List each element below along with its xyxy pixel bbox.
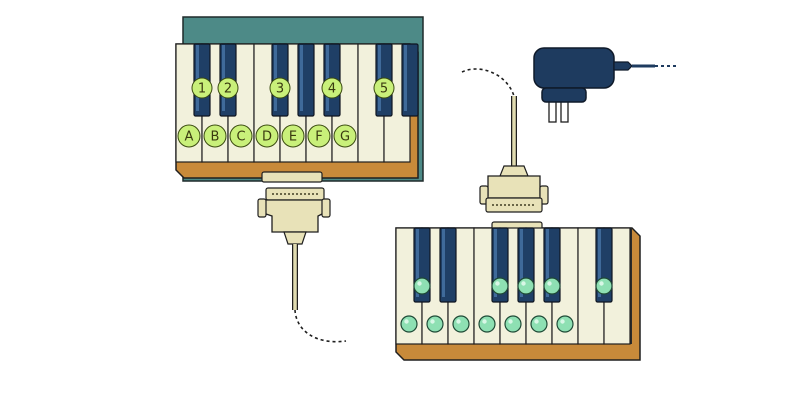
white-key-label-marker (307, 124, 331, 148)
black-key-label: 3 (276, 82, 284, 97)
led-glint (521, 281, 526, 286)
upper-key-labels: 1 2 3 4 5A B C D E F G (177, 77, 395, 148)
white-key-label: E (289, 130, 297, 145)
black-key-highlight (196, 45, 199, 111)
led-glint (417, 281, 422, 286)
led-indicator (556, 315, 574, 333)
white-key-label: B (211, 130, 220, 145)
white-key-label-marker (203, 124, 227, 148)
led-indicator (517, 277, 535, 295)
upper-black-keys (193, 43, 419, 117)
black-key-highlight (326, 45, 329, 111)
led-indicator (491, 277, 509, 295)
black-key-highlight (598, 229, 601, 297)
left-cable-continuation (294, 309, 347, 343)
led-indicator (400, 315, 418, 333)
black-key-highlight (274, 45, 277, 111)
white-key-label-marker (281, 124, 305, 148)
white-key-label-marker (229, 124, 253, 148)
right-cable-continuation (461, 68, 515, 97)
led-glint (482, 319, 487, 324)
led-glint (534, 319, 539, 324)
black-key-highlight (494, 229, 497, 297)
white-key-label: C (236, 130, 245, 145)
led-glint (404, 319, 409, 324)
led-glint (547, 281, 552, 286)
black-key-highlight (404, 45, 407, 111)
db25-connector-icon (479, 165, 549, 213)
white-key-label-marker (177, 124, 201, 148)
black-key-label: 1 (198, 82, 206, 97)
led-glint (456, 319, 461, 324)
black-key-label: 4 (328, 82, 336, 97)
white-key-label-marker (255, 124, 279, 148)
black-key-highlight (416, 229, 419, 297)
led-glint (508, 319, 513, 324)
white-key-label: D (262, 130, 272, 145)
black-key-label-marker (217, 77, 239, 99)
led-indicator (413, 277, 431, 295)
black-key-label-marker (191, 77, 213, 99)
black-key-highlight (222, 45, 225, 111)
led-glint (599, 281, 604, 286)
black-key-highlight (442, 229, 445, 297)
led-indicator (478, 315, 496, 333)
lower-keyboard (395, 221, 641, 361)
black-key-highlight (378, 45, 381, 111)
led-indicator (543, 277, 561, 295)
white-key-label: A (185, 130, 194, 145)
led-glint (430, 319, 435, 324)
black-key-highlight (546, 229, 549, 297)
black-key-highlight (520, 229, 523, 297)
black-key-label-marker (321, 77, 343, 99)
white-key-label: F (315, 130, 322, 145)
led-indicator (530, 315, 548, 333)
black-key-highlight (300, 45, 303, 111)
led-glint (495, 281, 500, 286)
led-indicator (595, 277, 613, 295)
led-indicator (426, 315, 444, 333)
black-key-label: 5 (380, 82, 388, 97)
black-key-label-marker (373, 77, 395, 99)
db25-connector-icon (257, 187, 331, 245)
left-cable-assembly (257, 187, 347, 343)
lower-led-indicators (400, 277, 613, 333)
led-indicator (452, 315, 470, 333)
right-cable-assembly (461, 68, 549, 213)
upper-port (261, 171, 323, 183)
white-key-label-marker (333, 124, 357, 148)
led-indicator (504, 315, 522, 333)
black-key-label-marker (269, 77, 291, 99)
white-key-label: G (340, 130, 350, 145)
power-adapter-icon (533, 47, 676, 123)
led-glint (560, 319, 565, 324)
upper-keyboard: 1 2 3 4 5A B C D E F G (175, 16, 424, 183)
black-key-label: 2 (224, 82, 232, 97)
